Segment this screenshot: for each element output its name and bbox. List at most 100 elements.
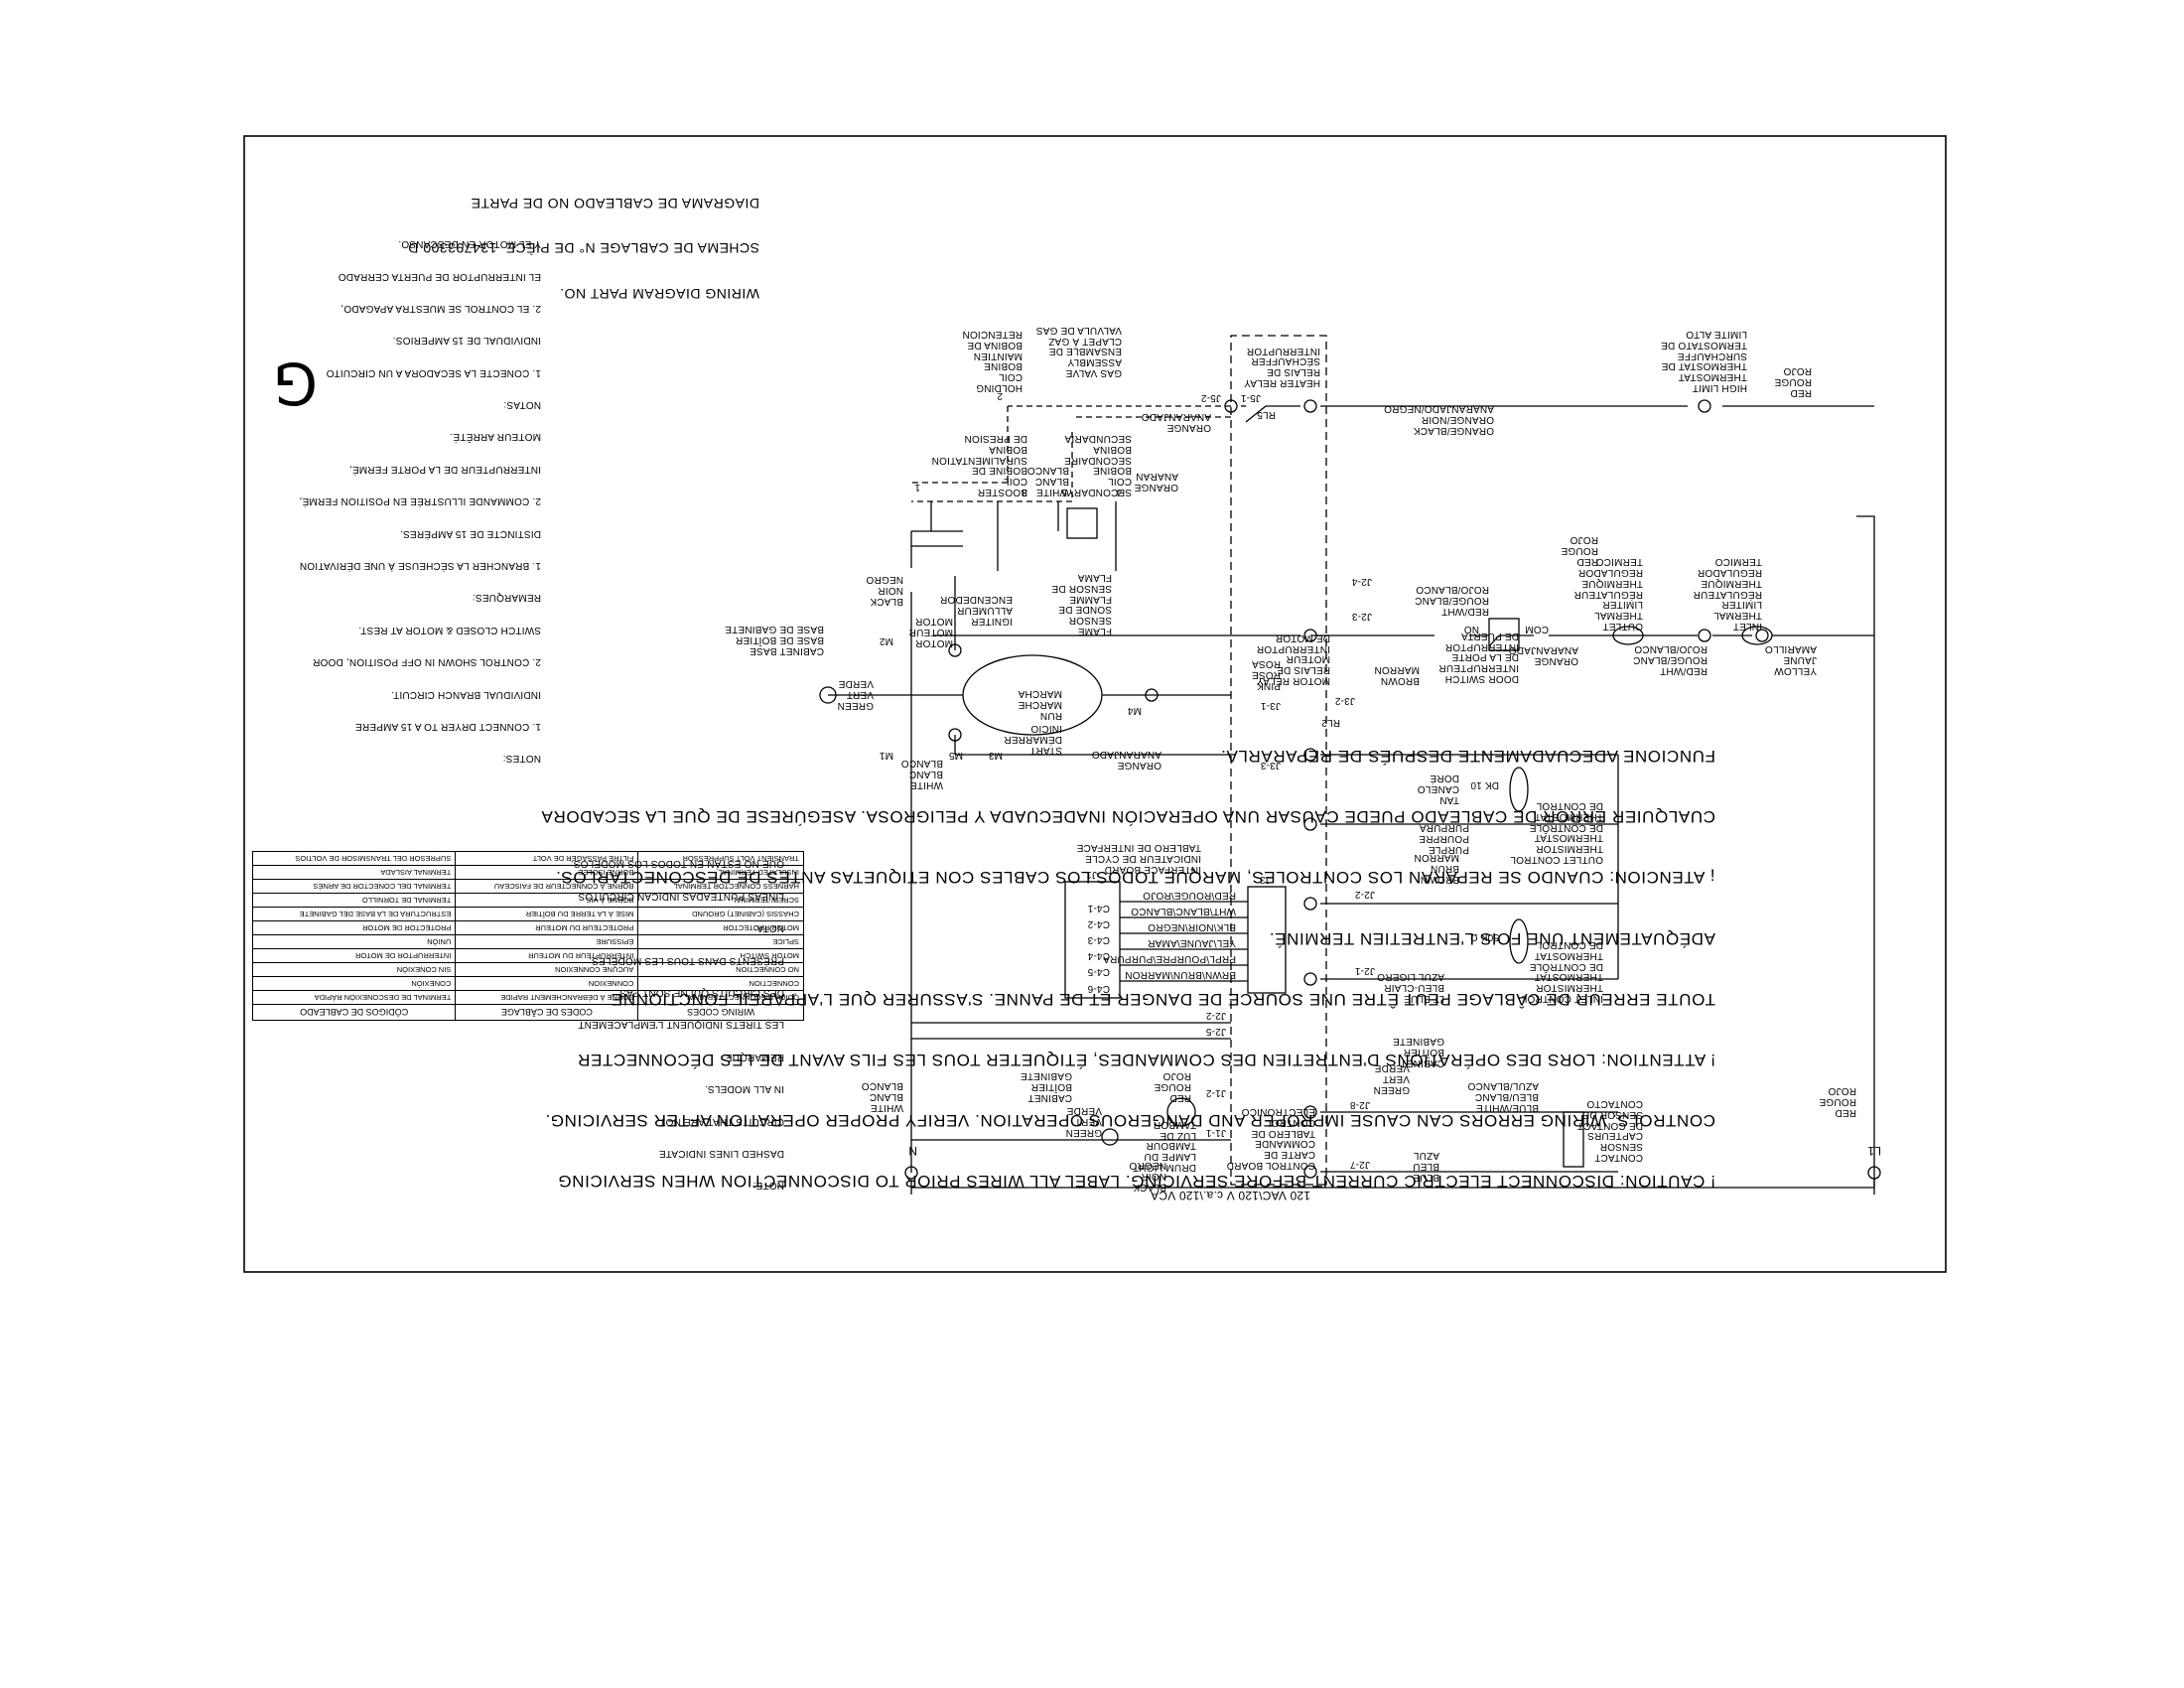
notes-line: MOTEUR ARRÊTÉ.	[450, 431, 541, 443]
codes-cell: SPLICE	[637, 934, 804, 949]
codes-cell: AUCUNE CONNEXION	[455, 962, 638, 977]
m4-label: M4	[1127, 705, 1142, 716]
j31-label: J3-1	[1260, 700, 1281, 711]
run-winding-label: RUN MARCHE MARCHA	[1018, 688, 1062, 721]
heater-relay-label: HEATER RELAY RELAIS DE SÉCHAUFFER INTERR…	[1243, 345, 1320, 388]
codes-cell: BORNE ISOLÉE	[455, 865, 638, 880]
dashed-note-line: CIRCUITS THAT ARE NOT	[659, 1115, 784, 1127]
blue-white-wire-label: BLUE/WHITE BLEU/BLANC AZUL/BLANCO	[1467, 1080, 1539, 1113]
flame-sensor-label: FLAME SENSOR SONDE DE FLAMME SENSOR DE F…	[1051, 572, 1112, 636]
j32-label: J3-2	[1334, 695, 1355, 706]
c43-label: C4-3	[1087, 934, 1110, 945]
j33-label: J3-3	[1260, 760, 1281, 771]
rl5-label: RL5	[1257, 409, 1276, 420]
dashed-note-line: NOTE:	[752, 1180, 784, 1192]
w-yel-label: YEL\JAUNE\AMAR	[1148, 937, 1236, 948]
m5-label: M5	[948, 750, 963, 761]
booster-coil-label: BOOSTER COIL BOBINE DE SURALIMENTATION B…	[931, 433, 1027, 497]
notes-line: DISTINCTE DE 15 AMPÈRES.	[399, 527, 541, 539]
control-board-label: CONTROL BOARD CARTE DE COMMANDE TABLERO …	[1226, 1106, 1315, 1171]
outlet-control-label: OUTLET CONTROL THERMISTOR THERMOSTAT DE …	[1510, 800, 1603, 865]
notes-line: 2. COMMANDE ILLUSTRÉE EN POSITION FERMÉ,	[299, 495, 541, 507]
red-l1-wire-label: RED ROUGE ROJO	[1819, 1085, 1856, 1118]
notes-line: REMARQUES:	[472, 592, 541, 604]
red-top-wire-label: RED ROUGE ROJO	[1774, 365, 1812, 398]
interface-board-box	[1064, 881, 1121, 999]
m3-label: M3	[988, 750, 1003, 761]
j21-label: J2-1	[1354, 965, 1375, 976]
wiring-codes-table: WIRING CODES CODES DE CÂBLAGE CÓDIGOS DE…	[252, 851, 804, 1021]
notes-line: Y EL MOTOR EN DESCANSO.	[398, 238, 541, 250]
part-number-line-3: DIAGRAMA DE CABLEADO NO DE PARTE	[471, 196, 759, 212]
terminal-1-label: 1	[914, 482, 920, 492]
j28-label: J2-8	[1349, 1099, 1370, 1110]
notes-line: 1. BRANCHER LA SÉCHEUSE À UNE DÉRIVATION	[299, 560, 541, 572]
c45-label: C4-5	[1087, 966, 1110, 977]
notes-line: 2. CONTROL SHOWN IN OFF POSITION, DOOR	[312, 656, 541, 668]
codes-cell: CONNECTION	[637, 976, 804, 991]
codes-cell: FILTRE PASSAGER DE VOLT	[455, 851, 638, 866]
black-j1-wire-label: BLACK NOIR NEGRO	[1129, 1160, 1166, 1193]
blue-wire-label: BLUE BLEU AZUL	[1413, 1150, 1439, 1183]
c46-label: C4-6	[1087, 983, 1110, 994]
orange-black-wire-label: ORANGE/BLACK ORANGE/NOIR ANARANJADO/NEGR…	[1384, 403, 1494, 436]
codes-cell: NO CONNECTION	[637, 962, 804, 977]
orange-anaran-label: ORANGE ANARAN	[1134, 471, 1178, 492]
j3-label: J3	[1260, 874, 1271, 885]
notes-line: INDIVIDUAL DE 15 AMPERIOS.	[392, 335, 541, 347]
codes-header-row: WIRING CODES CODES DE CÂBLAGE CÓDIGOS DE…	[252, 1004, 804, 1021]
w-red-label: RED\ROUGE\ROJO	[1143, 890, 1236, 901]
diagram-frame	[243, 135, 1947, 1273]
c41-label: C4-1	[1087, 903, 1110, 914]
codes-cell: HARNESS CONNECTOR TERMINAL	[637, 879, 804, 894]
codes-cell: BORNE À CONNECTEUR DE FAISCEAU	[455, 879, 638, 894]
yellow-wire-label: YELLOW JAUNE AMARILLO	[1764, 643, 1817, 676]
m1-label: M1	[879, 750, 893, 761]
motor-relay-label: MOTOR RELAY RELAIS DE MOTEUR INTERRUPTOR…	[1256, 632, 1330, 686]
black-wire-label: BLACK NOIR NEGRO	[866, 574, 903, 607]
w-wht-label: WHT\BLANC\BLANCO	[1131, 906, 1236, 916]
codes-cell: INTERRUPTEUR DU MOTEUR	[455, 948, 638, 963]
c42-label: C4-2	[1087, 918, 1110, 929]
terminal-5-label: 5	[1061, 487, 1067, 497]
motor-label: MOTOR MOTEUR MOTOR	[908, 616, 953, 648]
notes-block: NOTES: 1. CONNECT DRYER TO A 15 AMPERE I…	[299, 216, 541, 784]
j25-label: J2-5	[1205, 1026, 1226, 1037]
codes-cell: PROTECTEUR DU MOTEUR	[455, 920, 638, 935]
l1-label: L1	[1867, 1144, 1881, 1158]
n-label: N	[908, 1144, 917, 1158]
notes-line: INDIVIDUAL BRANCH CIRCUIT.	[391, 688, 541, 700]
green-cabinet-wire-label: GREEN VERT VERDE	[1065, 1105, 1102, 1138]
j23-label: J2-3	[1351, 611, 1372, 622]
codes-cell: ESTRUCTURA DE LA BASE DEL GABINETE	[252, 907, 456, 921]
orange-wire3-label: ORANGE ANARANJADO	[1091, 749, 1161, 771]
notes-line: EL INTERRUPTOR DE PUERTA CERRADO	[338, 270, 541, 282]
j27-label: J2-7	[1349, 1159, 1370, 1170]
codes-cell: CONEXIÓN	[252, 976, 456, 991]
voltage-label: 120 VAC\120 V c.a.\120 VCA	[1150, 1189, 1310, 1202]
lt-blue-wire-label: LT BLUE BLEU-CLAIR AZUL LIGERO	[1377, 971, 1444, 1004]
green-wire-label: GREEN VERT VERDE	[837, 678, 874, 711]
start-winding-label: START DÉMARRER INICIO	[1004, 723, 1062, 756]
codes-cell: INTERRUPTOR DE MOTOR	[252, 948, 456, 963]
codes-cell: TRANSIENT VOLT SUPPRESSOR	[637, 851, 804, 866]
dashed-note-line: REMARQUE:	[722, 1051, 784, 1062]
w-blk-label: BLK\NOIR\NEGRO	[1148, 921, 1236, 932]
codes-header-es: CÓDIGOS DE CABLEADO	[252, 1004, 456, 1021]
notes-line: NOTAS:	[503, 399, 541, 411]
codes-cell: MOTOR PROTECTOR	[637, 920, 804, 935]
dk10-label: DK 10	[1470, 779, 1499, 790]
brown2-wire-label: BROWN BRUN MARRON	[1414, 852, 1459, 885]
codes-cell: BORNE À DÉBRANCHEMENT RAPIDE	[455, 990, 638, 1005]
codes-cell: TERMINAL DEL CONECTOR DE ARNÉS	[252, 879, 456, 894]
codes-cell: MISE À LA TERRE DU BOÎTIER	[455, 907, 638, 921]
codes-cell: INSULATED TERMINAL	[637, 865, 804, 880]
